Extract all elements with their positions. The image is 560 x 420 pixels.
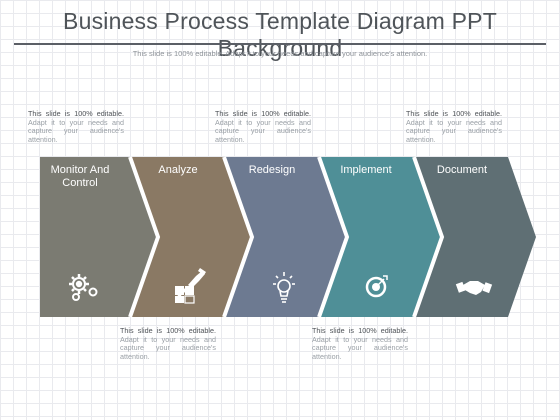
note-lead: This slide is 100% editable.	[28, 109, 124, 118]
note-top-1: This slide is 100% editable. Adapt it to…	[28, 109, 124, 144]
note-body: Adapt it to your needs and capture your …	[215, 117, 311, 144]
note-top-2: This slide is 100% editable. Adapt it to…	[215, 109, 311, 144]
step-label-analyze: Analyze	[158, 164, 198, 176]
note-body: Adapt it to your needs and capture your …	[120, 334, 216, 361]
slide-title: Business Process Template Diagram PPT Ba…	[63, 8, 497, 61]
step-label-implement: Implement	[340, 164, 392, 176]
chevron-analyze	[130, 157, 252, 317]
handshake-icon	[455, 281, 493, 295]
chevron-separators	[128, 156, 445, 318]
step-label-monitor-and-control: Monitor And Control	[50, 164, 110, 189]
chevron-redesign	[224, 157, 347, 317]
chevron-document	[414, 157, 536, 317]
lightbulb-icon	[273, 272, 295, 303]
note-bottom-1: This slide is 100% editable. Adapt it to…	[120, 326, 216, 361]
note-bottom-2: This slide is 100% editable. Adapt it to…	[312, 326, 408, 361]
chevron-monitor-and-control	[40, 157, 158, 317]
step-label-redesign: Redesign	[248, 164, 296, 176]
note-body: Adapt it to your needs and capture your …	[28, 117, 124, 144]
note-lead: This slide is 100% editable.	[406, 109, 502, 118]
note-lead: This slide is 100% editable.	[215, 109, 311, 118]
note-body: Adapt it to your needs and capture your …	[312, 334, 408, 361]
puzzle-hand-icon	[175, 268, 206, 304]
step-label-document: Document	[436, 164, 488, 176]
slide-subtitle: This slide is 100% editable. Adapt it to…	[132, 49, 428, 58]
target-icon	[365, 275, 388, 298]
note-body: Adapt it to your needs and capture your …	[406, 117, 502, 144]
gears-icon	[69, 274, 98, 301]
note-lead: This slide is 100% editable.	[120, 326, 216, 335]
title-divider	[14, 43, 546, 45]
note-lead: This slide is 100% editable.	[312, 326, 408, 335]
chevron-implement	[319, 157, 442, 317]
note-top-3: This slide is 100% editable. Adapt it to…	[406, 109, 502, 144]
